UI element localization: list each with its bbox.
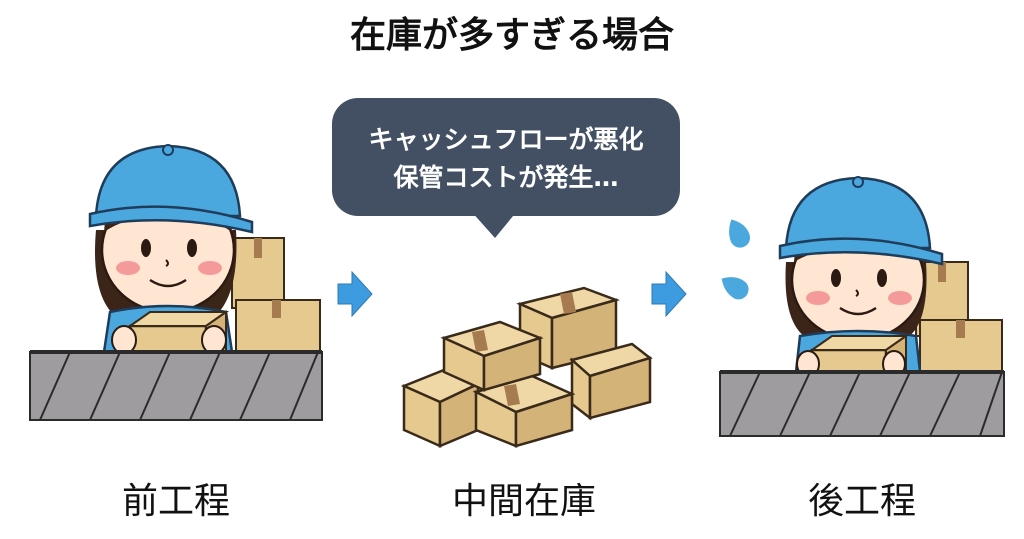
background-boxes (231, 237, 321, 353)
conveyor-belt-downstream (719, 370, 1005, 437)
sweat-drop-icon (721, 277, 749, 300)
cap (94, 144, 242, 218)
inventory-boxes (400, 286, 653, 448)
cap (784, 176, 932, 250)
label-upstream: 前工程 (121, 481, 230, 522)
speech-bubble: キャッシュフローが悪化 保管コストが発生… (332, 98, 680, 216)
flow-arrow-2 (651, 270, 687, 318)
conveyor-belt-upstream (29, 350, 323, 421)
sweat-drop-icon (729, 219, 751, 248)
bubble-tail (470, 210, 518, 238)
bubble-text-line-1: キャッシュフローが悪化 (368, 125, 644, 154)
downstream-worker (719, 176, 1005, 437)
bubble-text-line-2: 保管コストが発生… (393, 163, 619, 192)
label-downstream: 後工程 (807, 481, 916, 522)
flow-arrow-1 (337, 270, 373, 318)
label-middle-inventory: 中間在庫 (451, 481, 596, 522)
page-title: 在庫が多すぎる場合 (349, 15, 674, 56)
upstream-worker (29, 144, 323, 421)
